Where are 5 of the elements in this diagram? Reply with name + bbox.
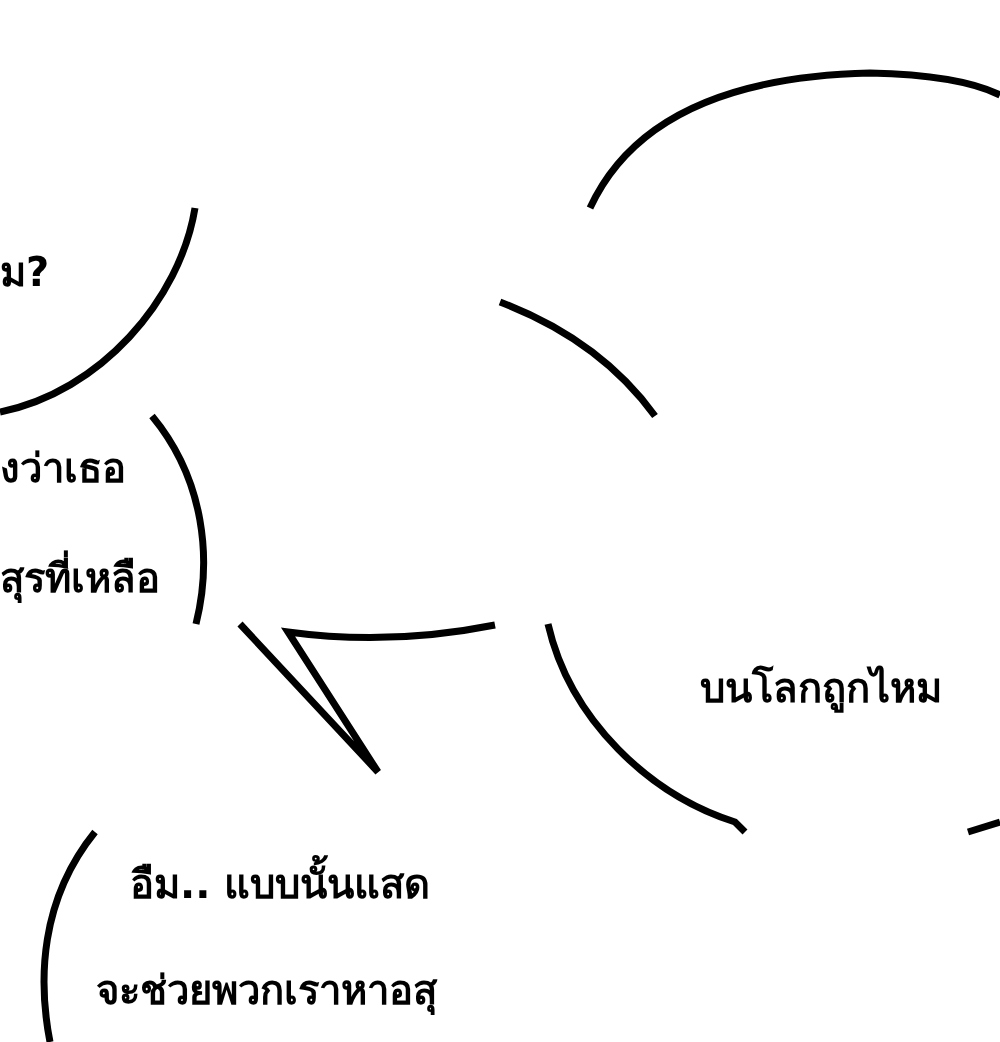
speech-text: ม?	[0, 248, 50, 297]
speech-text: บนโลกถูกไหม	[700, 664, 942, 714]
speech-text: สุรที่เหลือ	[0, 552, 160, 604]
speech-text: งว่าเธอ	[0, 444, 126, 493]
speech-text: จะช่วยพวกเราหาอสุ	[96, 966, 437, 1016]
